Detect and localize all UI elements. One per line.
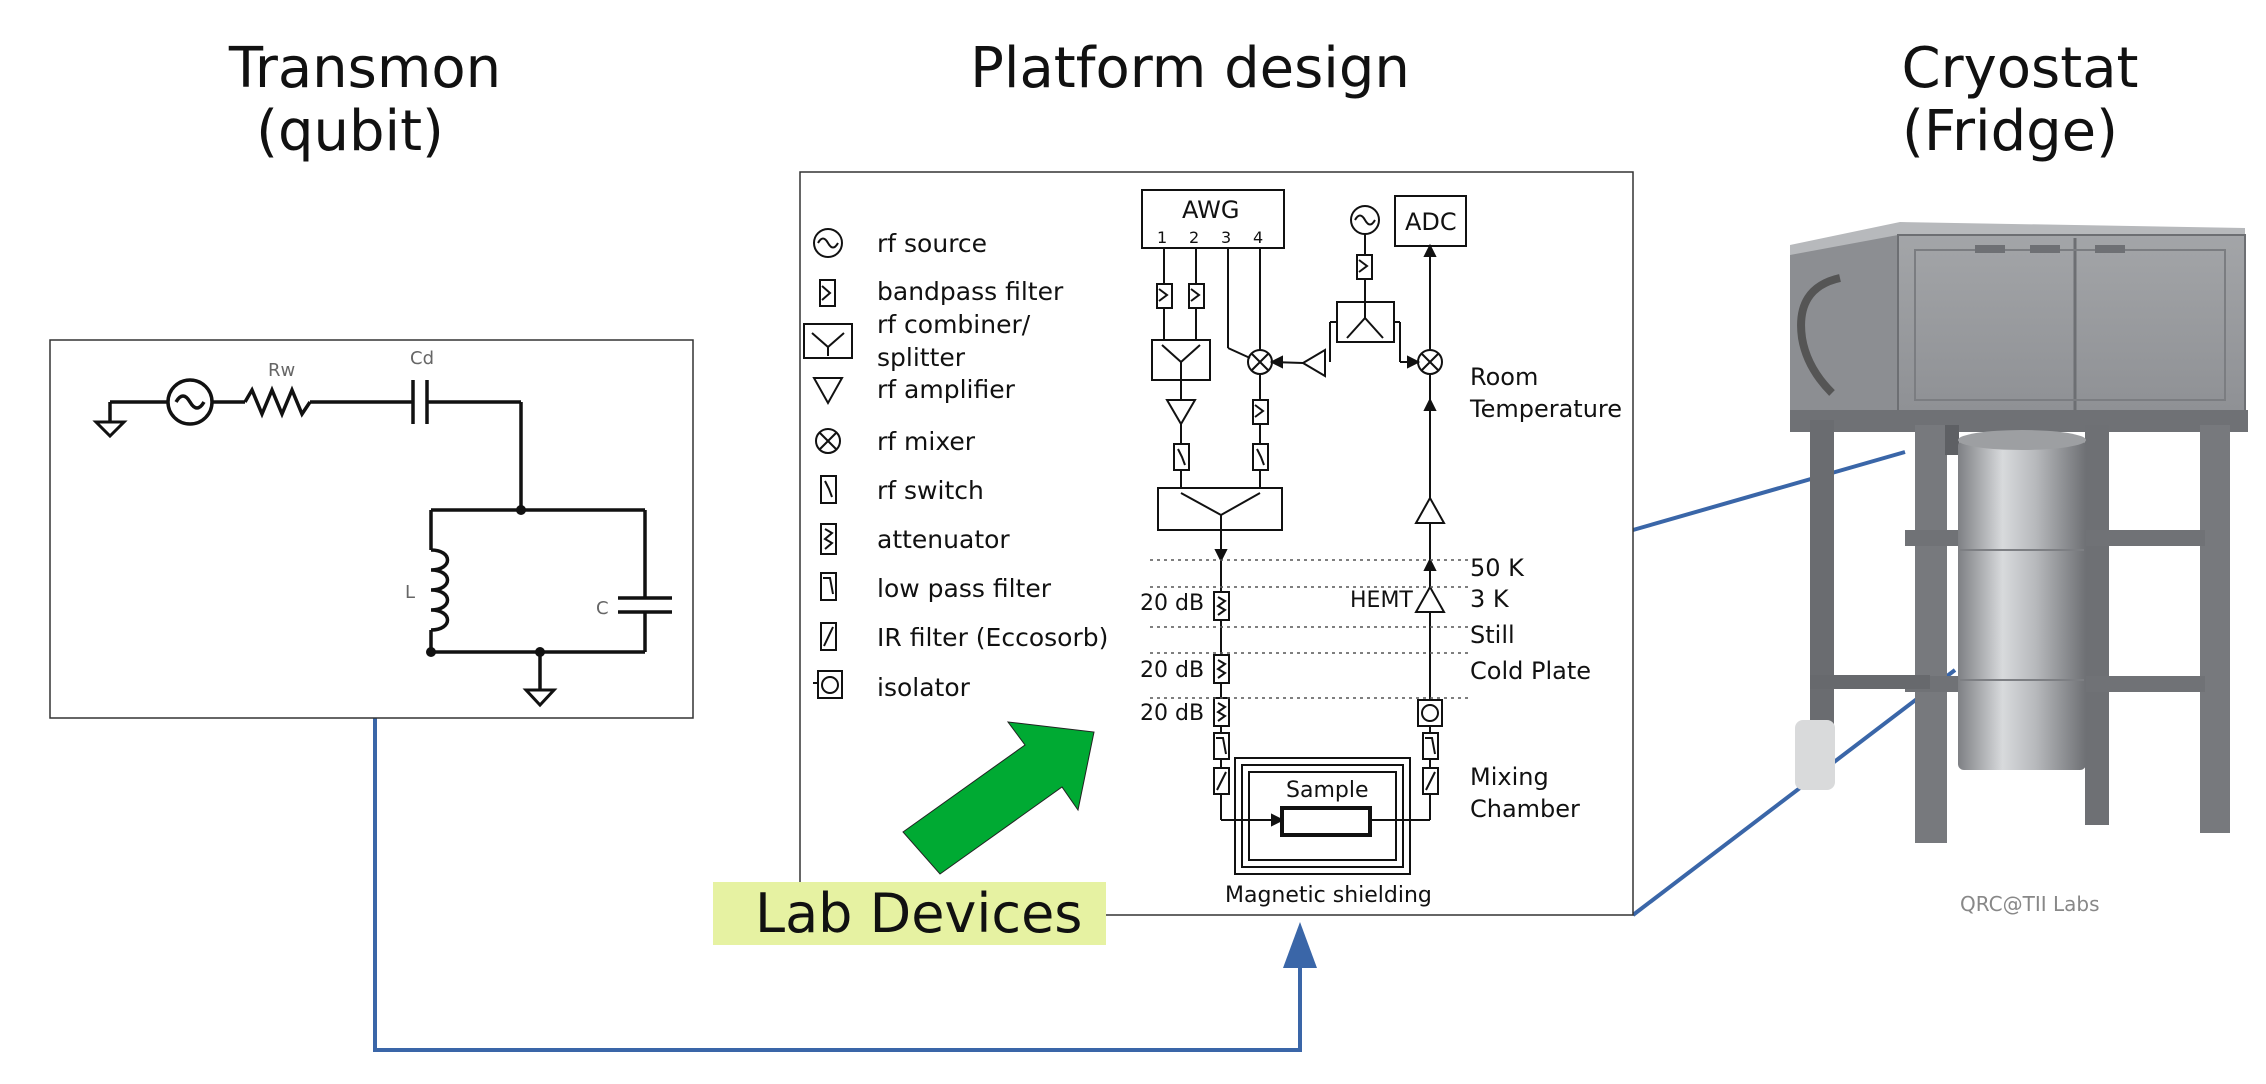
legend-label-3: splitter <box>877 343 966 372</box>
cryostat-title: Cryostat (Fridge) <box>1890 36 2150 163</box>
bandpass-filter-icon <box>819 279 836 307</box>
mixer-icon <box>815 428 841 454</box>
legend-label-2: rf combiner/ <box>877 310 1031 339</box>
switch-icon <box>820 475 837 504</box>
legend-label-0: rf source <box>877 229 987 258</box>
cryostat-title-line2: (Fridge) <box>1902 98 2118 164</box>
legend-label-8: low pass filter <box>877 574 1052 603</box>
awg-port-1: 1 <box>1157 228 1167 247</box>
sample-box <box>1280 806 1372 837</box>
legend <box>803 228 853 699</box>
attenuator-label-3: 20 dB <box>1140 701 1204 726</box>
cabinet-left-side <box>1790 235 1898 418</box>
amplifier-icon <box>812 377 844 406</box>
legend-label-9: IR filter (Eccosorb) <box>877 623 1108 652</box>
lowpass-filter-icon <box>820 572 837 601</box>
room-temp-line1: Room <box>1470 363 1538 391</box>
cryostat-title-line1: Cryostat <box>1901 36 2139 101</box>
awg-box <box>1141 189 1285 249</box>
awg-port-3: 3 <box>1221 228 1231 247</box>
legend-label-10: isolator <box>877 673 971 702</box>
mixing-chamber-line2: Chamber <box>1470 795 1580 823</box>
legend-label-1: bandpass filter <box>877 277 1064 306</box>
hemt-amplifier <box>1414 584 1446 613</box>
transmon-circuit-frame <box>49 339 694 719</box>
label-cd: Cd <box>410 348 434 369</box>
resistor-rw <box>243 385 312 419</box>
sine-source-icon <box>813 228 843 258</box>
adc-label: ADC <box>1405 208 1457 236</box>
platform-frame <box>799 171 1634 916</box>
connector-arrowhead <box>1283 922 1317 968</box>
legend-label-5: rf mixer <box>877 427 976 456</box>
transmon-title-line1: Transmon <box>228 36 502 101</box>
fridge-schematic <box>1141 189 1470 875</box>
transmon-circuit: Rw Cd L C <box>49 339 694 719</box>
label-rw: Rw <box>268 360 295 381</box>
combiner-icon <box>803 323 853 359</box>
cabinet-front <box>1897 234 2246 418</box>
platform-to-cryostat-connector-top <box>1632 450 1906 532</box>
stage-cold-plate: Cold Plate <box>1470 657 1591 685</box>
green-arrow <box>902 721 1095 875</box>
rt-amplifier <box>1414 495 1446 524</box>
shielding-label: Magnetic shielding <box>1225 883 1432 908</box>
cabinet-top <box>1790 222 2245 258</box>
label-c: C <box>596 598 609 619</box>
hemt-label: HEMT <box>1350 588 1413 613</box>
schematic-text: AWG 1 2 3 4 ADC Room Temperature 50 K 3 … <box>1140 196 1622 908</box>
attenuator-icon <box>820 523 837 555</box>
dewar-can <box>1958 440 2086 770</box>
watermark: QRC@TII Labs <box>1960 892 2100 916</box>
magnetic-shielding <box>1234 757 1411 875</box>
cryostat-photo <box>1790 222 2248 843</box>
mixing-chamber-line1: Mixing <box>1470 763 1549 791</box>
inductor-l <box>430 548 450 632</box>
stage-still: Still <box>1470 621 1515 649</box>
legend-labels: rf source bandpass filter rf combiner/spli… <box>877 229 1108 702</box>
frame-leg-br <box>2085 425 2109 825</box>
lab-devices-label-bg <box>713 882 1106 945</box>
platform-title: Platform design <box>970 36 1410 101</box>
legend-label-6: rf switch <box>877 476 984 505</box>
legend-label-7: attenuator <box>877 525 1010 554</box>
isolator-icon <box>813 670 843 699</box>
stage-3k: 3 K <box>1470 585 1510 613</box>
platform-to-cryostat-connector-bottom <box>1631 668 1957 917</box>
label-l: L <box>405 582 415 603</box>
frame-leg-fl <box>1915 425 1947 843</box>
awg-port-4: 4 <box>1253 228 1263 247</box>
awg-port-2: 2 <box>1189 228 1199 247</box>
transmon-to-platform-connector <box>373 718 1302 1052</box>
stage-50k: 50 K <box>1470 554 1525 582</box>
ir-filter-icon <box>820 622 837 651</box>
legend-label-4: rf amplifier <box>877 375 1016 404</box>
attenuator-label-1: 20 dB <box>1140 591 1204 616</box>
attenuator-label-2: 20 dB <box>1140 658 1204 683</box>
awg-label: AWG <box>1182 196 1239 224</box>
transmon-title: Transmon (qubit) <box>195 36 535 163</box>
frame-leg-bl <box>1810 420 1834 740</box>
transmon-title-line2: (qubit) <box>256 98 444 164</box>
lab-devices-label: Lab Devices <box>755 882 1082 945</box>
room-temp-line2: Temperature <box>1469 395 1622 423</box>
sample-label: Sample <box>1286 778 1369 803</box>
frame-leg-fr <box>2200 425 2230 833</box>
